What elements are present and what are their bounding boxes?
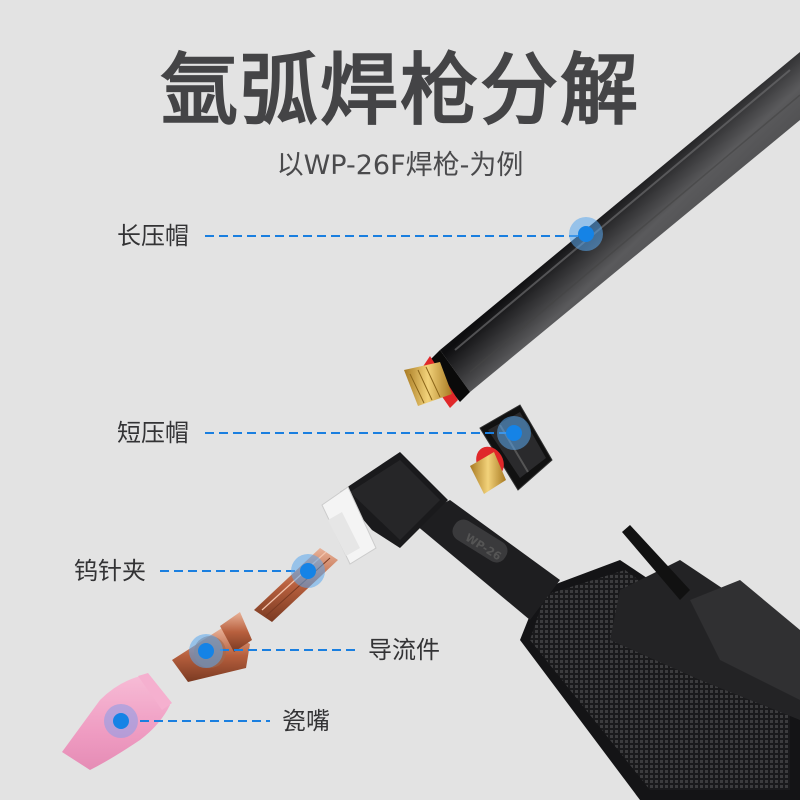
marker-short-back-cap[interactable] — [497, 416, 531, 450]
leader-lines — [140, 235, 580, 722]
page-subtitle: 以WP-26F焊枪-为例 — [276, 150, 524, 181]
marker-long-back-cap[interactable] — [569, 217, 603, 251]
marker-collet[interactable] — [291, 554, 325, 588]
label-long-back-cap: 长压帽 — [117, 222, 189, 250]
marker-ceramic-nozzle[interactable] — [104, 704, 138, 738]
label-collet: 钨针夹 — [74, 557, 146, 585]
long-back-cap-part — [404, 52, 800, 408]
label-collet-body: 导流件 — [368, 636, 440, 664]
page-title: 氩弧焊枪分解 — [159, 46, 640, 136]
torch-body-part: WP-26 — [321, 452, 800, 800]
label-ceramic-nozzle: 瓷嘴 — [282, 707, 330, 735]
marker-collet-body[interactable] — [189, 634, 223, 668]
label-short-back-cap: 短压帽 — [117, 419, 189, 447]
